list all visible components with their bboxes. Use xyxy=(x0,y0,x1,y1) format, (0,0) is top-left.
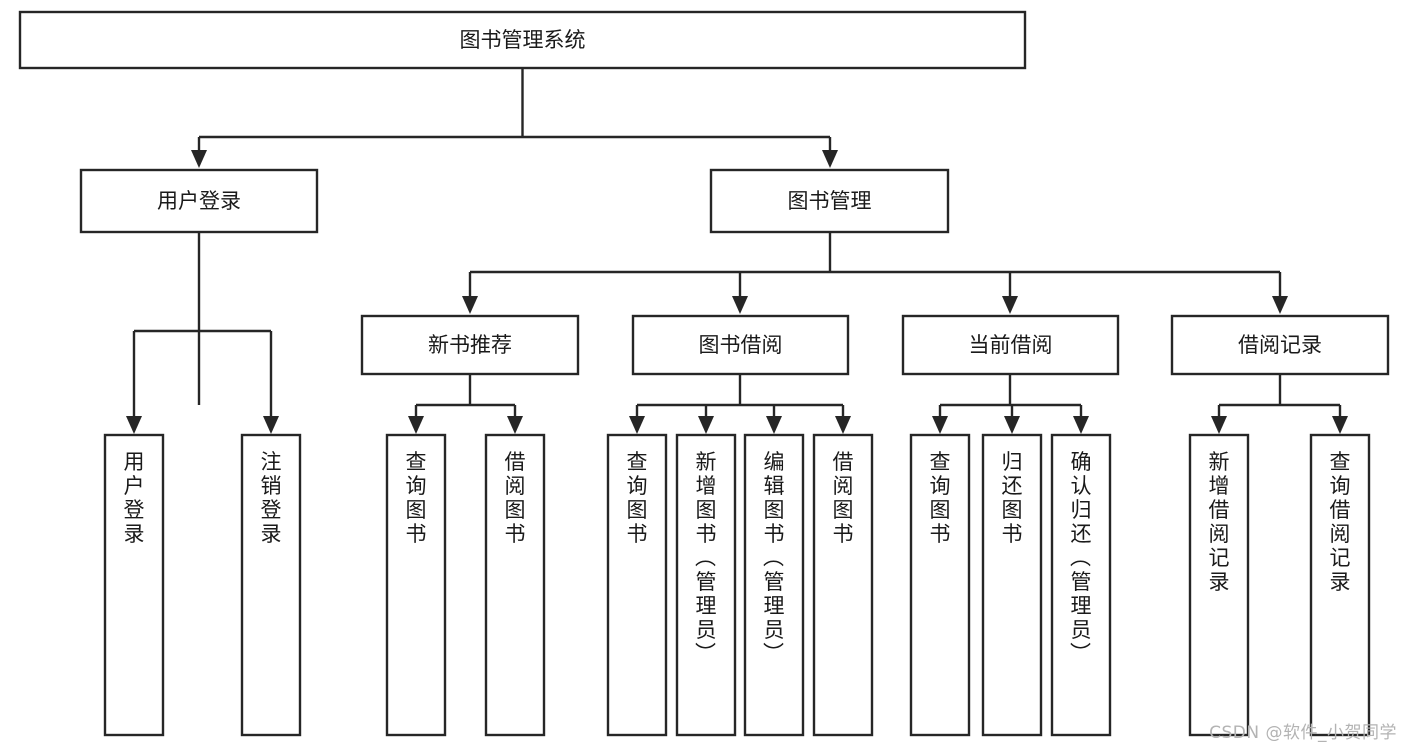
leaf-node-归还图书[interactable]: 归还图书 xyxy=(981,433,1043,737)
arrow-current-icon xyxy=(1002,296,1018,314)
node-box xyxy=(901,314,1120,376)
node-box xyxy=(360,314,580,376)
node-label: 借阅图书 xyxy=(505,450,526,546)
node-box xyxy=(103,433,165,737)
arrow-leaf-user-login-icon xyxy=(126,416,142,434)
leaf-node-借阅图书[interactable]: 借阅图书 xyxy=(812,433,874,737)
leaf-node-编辑图书管理员[interactable]: 编辑图书（管理员） xyxy=(743,433,805,737)
level3-node-图书借阅[interactable]: 图书借阅 xyxy=(631,314,850,376)
node-box xyxy=(1309,433,1371,737)
leaf-node-用户登录[interactable]: 用户登录 xyxy=(103,433,165,737)
arrow-new-book-icon xyxy=(462,296,478,314)
arrow-leaf-query-book-c-icon xyxy=(932,416,948,434)
arrow-leaf-add-book-icon xyxy=(698,416,714,434)
node-box xyxy=(1170,314,1390,376)
arrow-user-login-icon xyxy=(191,150,207,168)
node-box xyxy=(743,433,805,737)
arrow-leaf-borrow-book-a-icon xyxy=(507,416,523,434)
node-label: 查询图书 xyxy=(930,450,951,546)
nodes-layer: 图书管理系统用户登录图书管理新书推荐图书借阅当前借阅借阅记录用户登录注销登录查询… xyxy=(18,10,1390,737)
arrow-leaf-query-book-b-icon xyxy=(629,416,645,434)
arrow-leaf-return-book-icon xyxy=(1004,416,1020,434)
node-label: 编辑图书（管理员） xyxy=(763,450,785,666)
node-box xyxy=(1188,433,1250,737)
arrow-record-icon xyxy=(1272,296,1288,314)
node-label: 借阅图书 xyxy=(833,450,854,546)
node-box xyxy=(18,10,1027,70)
leaf-node-确认归还管理员[interactable]: 确认归还（管理员） xyxy=(1050,433,1112,737)
leaf-node-查询图书[interactable]: 查询图书 xyxy=(909,433,971,737)
leaf-node-查询图书[interactable]: 查询图书 xyxy=(606,433,668,737)
arrow-leaf-confirm-return-icon xyxy=(1073,416,1089,434)
arrowheads-layer xyxy=(126,150,1348,434)
node-box xyxy=(1050,433,1112,737)
node-label: 图书借阅 xyxy=(699,333,783,357)
arrow-leaf-query-book-a-icon xyxy=(408,416,424,434)
node-label: 查询借阅记录 xyxy=(1330,450,1351,594)
node-label: 归还图书 xyxy=(1002,450,1023,546)
arrow-leaf-add-record-icon xyxy=(1211,416,1227,434)
level2-node-图书管理[interactable]: 图书管理 xyxy=(709,168,950,234)
node-label: 图书管理系统 xyxy=(460,28,586,52)
leaf-node-查询图书[interactable]: 查询图书 xyxy=(385,433,447,737)
connectors-layer xyxy=(132,68,1342,418)
node-label: 新增借阅记录 xyxy=(1209,450,1230,594)
node-label: 确认归还（管理员） xyxy=(1070,450,1092,666)
level3-node-当前借阅[interactable]: 当前借阅 xyxy=(901,314,1120,376)
node-label: 图书管理 xyxy=(788,189,872,213)
leaf-node-新增图书管理员[interactable]: 新增图书（管理员） xyxy=(675,433,737,737)
node-box xyxy=(606,433,668,737)
node-label: 当前借阅 xyxy=(969,333,1053,357)
csdn-watermark: CSDN @软件_小贺同学 xyxy=(1209,723,1397,743)
arrow-leaf-borrow-book-b-icon xyxy=(835,416,851,434)
node-label: 注销登录 xyxy=(261,450,282,546)
node-label: 新书推荐 xyxy=(428,333,512,357)
node-label: 查询图书 xyxy=(627,450,648,546)
root-node-图书管理系统[interactable]: 图书管理系统 xyxy=(18,10,1027,70)
level3-node-借阅记录[interactable]: 借阅记录 xyxy=(1170,314,1390,376)
node-label: 查询图书 xyxy=(406,450,427,546)
node-box xyxy=(240,433,302,737)
node-box xyxy=(909,433,971,737)
node-box xyxy=(385,433,447,737)
arrow-leaf-edit-book-icon xyxy=(766,416,782,434)
leaf-node-查询借阅记录[interactable]: 查询借阅记录 xyxy=(1309,433,1371,737)
node-box xyxy=(631,314,850,376)
node-box xyxy=(709,168,950,234)
node-label: 用户登录 xyxy=(157,189,241,213)
leaf-node-新增借阅记录[interactable]: 新增借阅记录 xyxy=(1188,433,1250,737)
node-label: 借阅记录 xyxy=(1238,333,1322,357)
arrow-borrow-icon xyxy=(732,296,748,314)
node-box xyxy=(812,433,874,737)
node-label: 用户登录 xyxy=(124,450,145,546)
level3-node-新书推荐[interactable]: 新书推荐 xyxy=(360,314,580,376)
node-box xyxy=(675,433,737,737)
leaf-node-借阅图书[interactable]: 借阅图书 xyxy=(484,433,546,737)
arrow-leaf-logout-icon xyxy=(263,416,279,434)
node-box xyxy=(484,433,546,737)
arrow-leaf-query-record-icon xyxy=(1332,416,1348,434)
arrow-book-mgmt-icon xyxy=(822,150,838,168)
level2-node-用户登录[interactable]: 用户登录 xyxy=(79,168,319,234)
node-box xyxy=(79,168,319,234)
leaf-node-注销登录[interactable]: 注销登录 xyxy=(240,433,302,737)
node-label: 新增图书（管理员） xyxy=(695,450,717,666)
node-box xyxy=(981,433,1043,737)
